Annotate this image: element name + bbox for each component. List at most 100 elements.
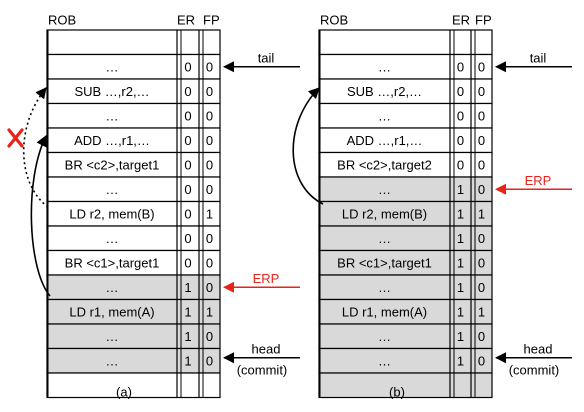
instruction-text: BR <c1>,target1 [337,255,432,270]
fp-bit: 0 [206,329,213,344]
fp-bit: 1 [206,206,213,221]
fp-bit: 0 [206,133,213,148]
pointer-label: tail [258,50,275,65]
fp-bit: 0 [206,353,213,368]
rob-entry-cell [46,372,221,399]
instruction-text: … [378,59,391,74]
fp-bit: 0 [206,59,213,74]
er-bit: 0 [184,84,191,99]
rob-entry-cell [318,29,493,56]
er-bit: 1 [457,182,464,197]
er-bit: 0 [457,59,464,74]
fp-bit: 0 [206,255,213,270]
fp-bit: 0 [206,231,213,246]
rob-entry-cell [46,200,221,227]
instruction-text: … [106,182,119,197]
panel-caption: (a) [116,385,132,400]
rob-entry [46,372,221,399]
instruction-text: … [378,329,391,344]
er-bit: 1 [457,255,464,270]
er-bit: 0 [184,108,191,123]
dependency-arrow [30,134,51,297]
fp-bit: 1 [478,206,485,221]
instruction-text: BR <c1>,target1 [65,255,160,270]
fp-bit: 0 [478,353,485,368]
head-pointer: head(commit) [494,341,572,377]
tail-pointer: tail [494,50,572,73]
er-bit: 0 [457,108,464,123]
fp-header: FP [475,13,492,28]
rob-entry-cell [318,53,493,80]
fp-bit: 0 [206,280,213,295]
rob-entry-cell [318,127,493,154]
fp-bit: 0 [478,59,485,74]
instruction-text: … [378,182,391,197]
dependency-arrow [292,87,324,205]
instruction-text: LD r2, mem(B) [342,206,427,221]
er-bit: 1 [457,304,464,319]
fp-bit: 0 [206,108,213,123]
er-bit: 1 [184,329,191,344]
fp-bit: 0 [478,255,485,270]
fp-bit: 1 [206,304,213,319]
panel-caption: (b) [389,385,405,400]
er-header: ER [452,13,470,28]
pointer-label: tail [530,50,547,65]
rob-entry-cell [46,225,221,252]
rob-entry-cell [318,372,493,399]
squashed-dependency-arrow [22,87,49,208]
er-bit: 1 [457,353,464,368]
er-bit: 0 [184,157,191,172]
fp-bit: 0 [206,84,213,99]
rob-entry-cell [318,176,493,203]
fp-bit: 0 [478,84,485,99]
head-pointer: head(commit) [222,341,300,377]
rob-entry-cell [46,274,221,301]
pointer-label: head [524,341,553,356]
er-bit: 1 [184,353,191,368]
er-header: ER [177,13,195,28]
pointer-label: ERP [525,173,552,188]
rob-entry-cell [46,53,221,80]
fp-bit: 0 [478,329,485,344]
fp-header: FP [203,13,220,28]
er-bit: 0 [184,255,191,270]
fp-bit: 0 [478,231,485,246]
panel-a-dependency-arrows [7,87,51,297]
instruction-text: LD r1, mem(A) [69,304,154,319]
rob-entry-cell [46,323,221,350]
er-bit: 0 [457,133,464,148]
rob-entry-cell [46,102,221,129]
erp-pointer: ERP [494,173,572,195]
rob-entry [318,372,493,399]
rob-entry-cell [318,274,493,301]
x-mark-icon [7,128,24,148]
rob-entry-cell [46,78,221,105]
rob-entry [318,29,493,56]
rob-entry-cell [318,78,493,105]
er-bit: 1 [184,304,191,319]
instruction-text: BR <c2>,target1 [65,157,160,172]
instruction-text: ADD …,r1,… [347,133,423,148]
rob-header: ROB [320,13,348,28]
er-bit: 1 [184,280,191,295]
rob-entry-cell [318,249,493,276]
er-bit: 0 [457,157,464,172]
